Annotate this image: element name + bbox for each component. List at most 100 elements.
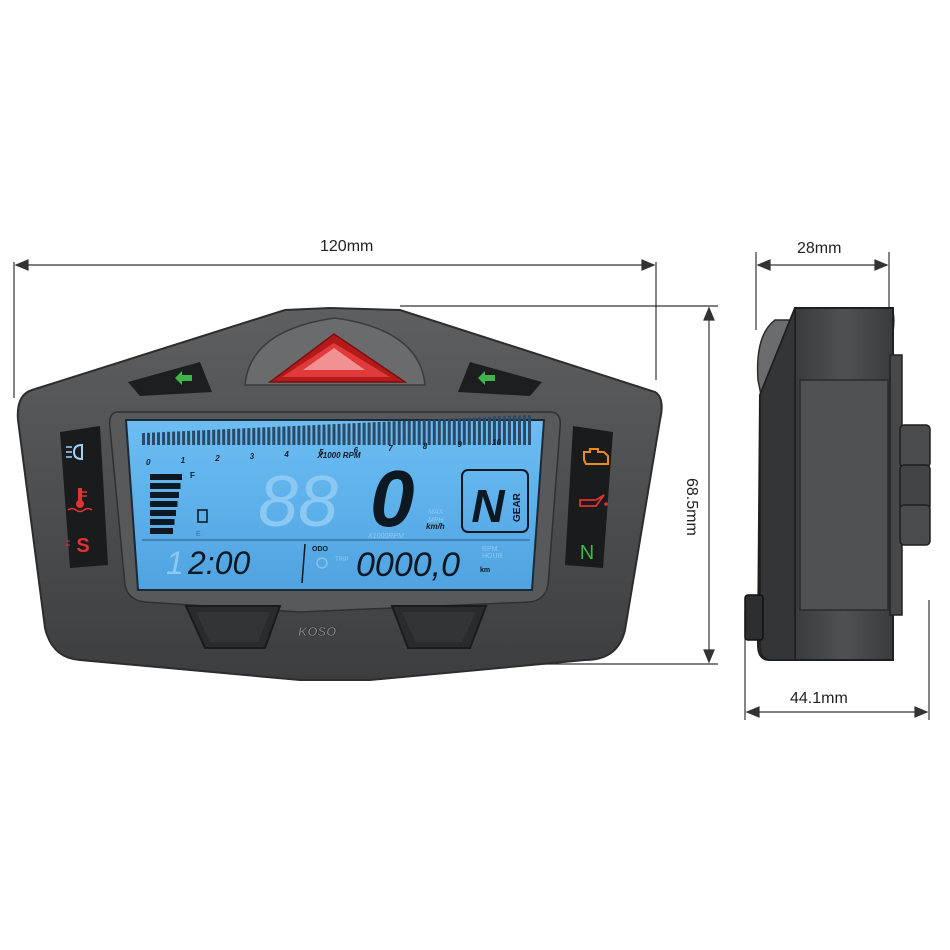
neutral-text: N (580, 542, 594, 564)
rpm-bar-segment (322, 424, 326, 445)
rpm-bar-segment (317, 424, 321, 445)
left-turn-indicator (128, 362, 212, 396)
rpm-bar-segment (277, 426, 281, 445)
rpm-bar-segment (212, 429, 216, 445)
speed-digit: 0 (370, 454, 415, 543)
hour-label: HOUR (482, 553, 503, 560)
rpm-bar-segment (342, 423, 346, 445)
rpm-bar-segment (242, 428, 246, 445)
height-dimension-label: 68.5mm (683, 478, 700, 536)
rpm-bar-segment (197, 430, 201, 445)
rpm-bar-segment (487, 416, 491, 445)
mph-label: MPH (428, 517, 445, 524)
rpm-bar-segment (162, 432, 166, 445)
s-mode-text: S (76, 535, 89, 557)
gear-indicator: N GEAR (461, 469, 529, 533)
rpm-bar-segment (237, 428, 241, 445)
max-label: MAX (428, 509, 444, 516)
odo-label: ODO (312, 546, 329, 553)
rpm-bar-segment (492, 416, 496, 445)
rpm-bar-segment (397, 421, 401, 445)
rpm-bar-segment (177, 431, 181, 445)
rpm-bar-segment (157, 432, 160, 445)
rpm-bar-segment (172, 431, 176, 445)
rpm-hour-label: RPM (482, 546, 498, 553)
rpm-small-label: X1000RPM (367, 533, 404, 540)
rpm-bar-segment (407, 420, 411, 445)
rpm-bar-segment (422, 419, 426, 445)
odometer-display: 0000,0 (356, 546, 460, 584)
right-arrow-icon (478, 371, 495, 385)
rpm-bar-segment (382, 421, 386, 445)
rpm-bar-segment (142, 433, 145, 445)
rpm-bar-segment (412, 420, 416, 445)
gear-value: N (471, 480, 505, 532)
rpm-bar-segment (357, 422, 361, 445)
rpm-scale-label: 3 (250, 452, 255, 461)
rpm-bar-segment (447, 418, 451, 445)
rpm-bar-segment (232, 428, 236, 445)
rpm-scale-label: 4 (283, 450, 289, 459)
rpm-bar-segment (302, 425, 306, 445)
clock-display: 2:00 (187, 545, 250, 581)
fuel-pump-icon (197, 509, 208, 523)
rpm-bar-segment (217, 429, 221, 445)
trip-label: TRIP (335, 557, 349, 563)
rpm-bar-segment (152, 432, 155, 445)
odo-unit: km (480, 567, 490, 574)
fuel-bar-segment (150, 483, 181, 489)
rpm-bar-segment (347, 423, 351, 445)
right-button[interactable] (390, 605, 488, 649)
rpm-scale-label: 9 (457, 440, 462, 449)
rpm-bar-segment (452, 418, 456, 445)
left-arrow-icon (175, 371, 192, 385)
rpm-bar-segment (182, 431, 186, 445)
side-view-drawing (744, 307, 931, 661)
rpm-bar-segment (262, 427, 266, 445)
rpm-bar-segment (192, 430, 196, 445)
rpm-bar-segment (327, 424, 331, 445)
rpm-scale-label: 7 (388, 444, 393, 453)
koso-logo: KOSO (298, 624, 336, 639)
backlight-sun-icon (316, 557, 328, 569)
rpm-scale-label: 8 (423, 442, 428, 451)
left-button[interactable] (184, 605, 282, 649)
depth-bottom-dimension-label: 44.1mm (790, 690, 848, 707)
fuel-bar-segment (150, 474, 182, 480)
rpm-bar-segment (377, 422, 381, 445)
rpm-bar-segment (442, 419, 446, 445)
rpm-bar-segment (477, 417, 481, 445)
rpm-bar-segment (227, 429, 231, 445)
check-engine-icon (583, 448, 609, 465)
rpm-bar-segment (472, 417, 476, 445)
left-indicator-panel: S (60, 426, 108, 568)
rpm-bar-segment (482, 417, 486, 445)
rpm-bar-segment (187, 430, 191, 445)
height-dimension-line (400, 305, 718, 665)
rpm-bar-segment (392, 421, 396, 445)
rpm-bar-segment (402, 420, 406, 445)
rpm-bar-segment (287, 426, 291, 445)
rpm-bar-segment (207, 430, 211, 445)
right-indicator-panel: N (565, 426, 613, 568)
rpm-bar-segment (247, 428, 251, 445)
clock-ghost: 1 (166, 545, 184, 581)
gear-label: GEAR (512, 492, 523, 522)
right-turn-indicator (458, 362, 542, 396)
fuel-bar-segment (150, 528, 173, 534)
coolant-temp-icon (67, 488, 93, 513)
speed-ghost-digits: 88 (258, 462, 338, 542)
rpm-scale-label: 2 (214, 454, 220, 463)
rpm-bar-segment (372, 422, 376, 445)
rpm-bar-segment (367, 422, 371, 445)
rpm-bar-segment (467, 417, 471, 445)
fuel-bar-segment (150, 510, 176, 516)
rpm-bar-segment (457, 418, 461, 445)
rpm-bar-segment (332, 424, 336, 445)
rpm-bar-segment (307, 425, 311, 445)
fuel-bar-segment (150, 492, 179, 498)
rpm-scale-label: 0 (146, 458, 151, 467)
